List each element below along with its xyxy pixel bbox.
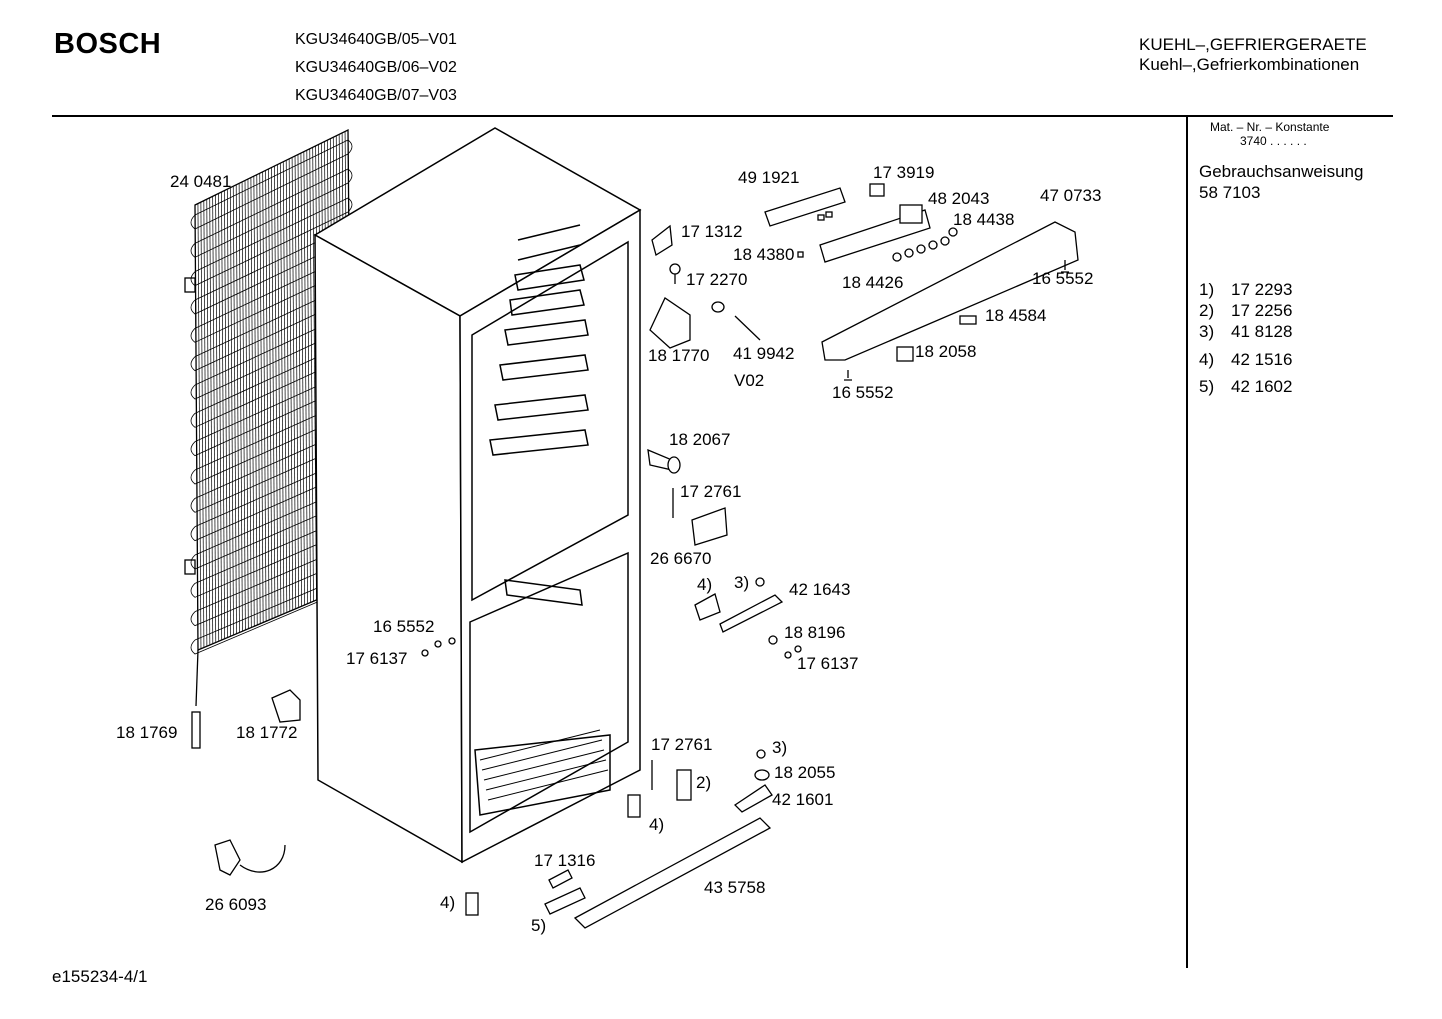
middle-hinge [421,577,802,659]
part-label: 43 5758 [704,878,766,897]
part-label: 18 1770 [648,346,710,365]
part-label: 17 2761 [651,735,713,754]
part-label: 18 4584 [985,306,1047,325]
part-label: 17 6137 [346,649,408,668]
note-part: 42 1516 [1231,350,1293,369]
part-label: 18 2058 [915,342,977,361]
note-number: 5) [1199,377,1215,396]
mat-value: 3740 . . . . . . [1240,134,1307,148]
note-part: 17 2256 [1231,301,1293,320]
part-label: 18 1772 [236,723,298,742]
part-label: 49 1921 [738,168,800,187]
note-ref: 4) [697,575,713,594]
part-label: 26 6670 [650,549,712,568]
part-label: 17 1316 [534,851,596,870]
control-panel-assembly [764,183,1079,381]
part-label: 16 5552 [1032,269,1094,288]
manual-number: 58 7103 [1199,183,1261,202]
part-label: 18 1769 [116,723,178,742]
category-title: KUEHL–,GEFRIERGERAETE [1139,35,1367,54]
bottom-parts [191,689,773,929]
note-ref: 5) [531,916,547,935]
brand-logo: BOSCH [54,28,162,60]
note-number: 3) [1199,322,1215,341]
part-label: 18 2055 [774,763,836,782]
note-ref: 4) [440,893,456,912]
part-label: 16 5552 [373,617,435,636]
part-label: 18 8196 [784,623,846,642]
part-label: 42 1643 [789,580,851,599]
part-label: 18 2067 [669,430,731,449]
variant-label: V02 [734,371,765,390]
part-label: 24 0481 [170,172,232,191]
part-label: 18 4380 [733,245,795,264]
top-hinge [651,224,681,284]
part-label: 17 2270 [686,270,748,289]
part-label: 26 6093 [205,895,267,914]
note-ref: 3) [734,573,750,592]
part-label: 17 3919 [873,163,935,182]
part-label: 16 5552 [832,383,894,402]
note-ref: 3) [772,738,788,757]
note-number: 2) [1199,301,1215,320]
part-label: 17 1312 [681,222,743,241]
note-part: 41 8128 [1231,322,1293,341]
fan-parts [647,448,728,546]
note-number: 1) [1199,280,1215,299]
note-ref: 4) [649,815,665,834]
part-label: 48 2043 [928,189,990,208]
part-label: 47 0733 [1040,186,1102,205]
note-part: 17 2293 [1231,280,1293,299]
part-label: 18 4438 [953,210,1015,229]
manual-label: Gebrauchsanweisung [1199,162,1364,181]
part-label: 17 6137 [797,654,859,673]
note-ref: 2) [696,773,712,792]
part-label: 17 2761 [680,482,742,501]
mat-header: Mat. – Nr. – Konstante [1210,120,1330,134]
document-code: e155234-4/1 [52,967,148,986]
category-subtitle: Kuehl–,Gefrierkombinationen [1139,55,1360,74]
model-number-2: KGU34640GB/06–V02 [295,59,457,76]
part-label: 18 4426 [842,273,904,292]
part-label: 41 9942 [733,344,795,363]
model-number-3: KGU34640GB/07–V03 [295,87,457,104]
fridge-cabinet [313,127,642,864]
lamp-cover [649,297,761,349]
freezer-drawer [479,729,609,801]
model-number-1: KGU34640GB/05–V01 [295,31,457,48]
note-part: 42 1602 [1231,377,1293,396]
note-number: 4) [1199,350,1215,369]
part-label: 42 1601 [772,790,834,809]
